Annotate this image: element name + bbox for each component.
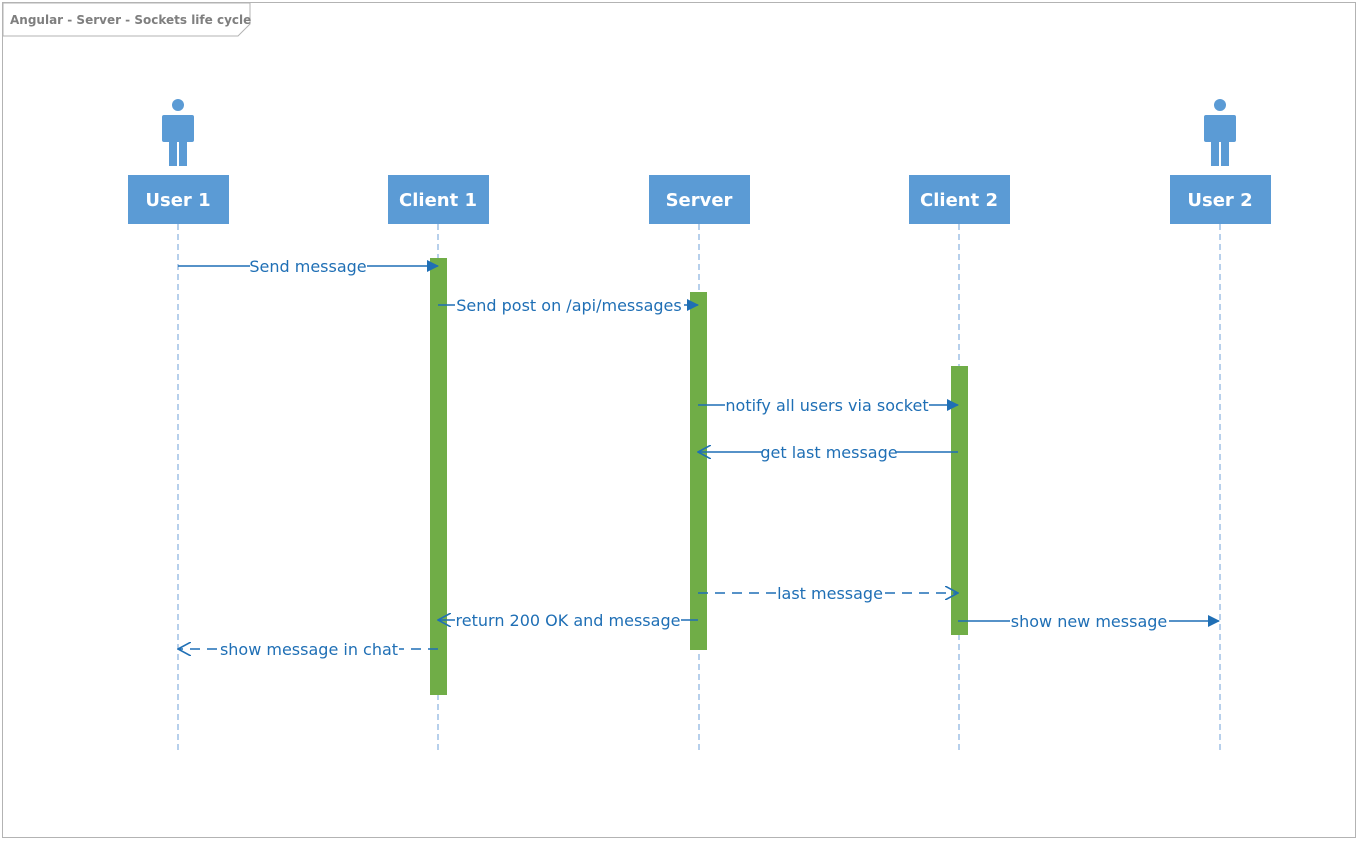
- message-last-message[interactable]: last message: [698, 582, 958, 604]
- actor-icon: [162, 99, 194, 166]
- lifeline-label: User 1: [145, 190, 210, 211]
- lifeline-label: Client 2: [920, 190, 998, 211]
- frame-title-tab: Angular - Server - Sockets life cycle: [2, 2, 251, 37]
- messages: Send message Send post on /api/messages …: [178, 255, 1220, 660]
- lifeline-label: User 2: [1187, 190, 1252, 211]
- lifeline-box-client1[interactable]: Client 1: [388, 175, 489, 224]
- message-send-message[interactable]: Send message: [178, 255, 439, 277]
- activation-client1[interactable]: [430, 258, 447, 695]
- message-label: Send post on /api/messages: [456, 296, 681, 315]
- message-get-last-message[interactable]: get last message: [698, 441, 958, 463]
- message-label: show message in chat: [220, 640, 398, 659]
- message-label: get last message: [760, 443, 897, 462]
- message-label: show new message: [1011, 612, 1168, 631]
- message-label: Send message: [249, 257, 366, 276]
- message-show-new-message[interactable]: show new message: [958, 610, 1220, 632]
- frame-title: Angular - Server - Sockets life cycle: [10, 13, 251, 27]
- lifeline-label: Client 1: [399, 190, 477, 211]
- lifeline-label: Server: [666, 190, 733, 211]
- message-notify-users[interactable]: notify all users via socket: [698, 394, 959, 416]
- lifeline-box-user2[interactable]: User 2: [1170, 175, 1271, 224]
- actor-icon: [1204, 99, 1236, 166]
- activations: [430, 258, 968, 695]
- message-send-post[interactable]: Send post on /api/messages: [438, 294, 699, 316]
- activation-client2[interactable]: [951, 366, 968, 635]
- activation-server[interactable]: [690, 292, 707, 650]
- message-label: notify all users via socket: [725, 396, 928, 415]
- lifeline-box-client2[interactable]: Client 2: [909, 175, 1010, 224]
- lifeline-box-server[interactable]: Server: [649, 175, 750, 224]
- message-label: last message: [777, 584, 883, 603]
- message-show-in-chat[interactable]: show message in chat: [178, 638, 438, 660]
- message-return-200[interactable]: return 200 OK and message: [438, 609, 698, 631]
- message-label: return 200 OK and message: [456, 611, 681, 630]
- lifeline-box-user1[interactable]: User 1: [128, 175, 229, 224]
